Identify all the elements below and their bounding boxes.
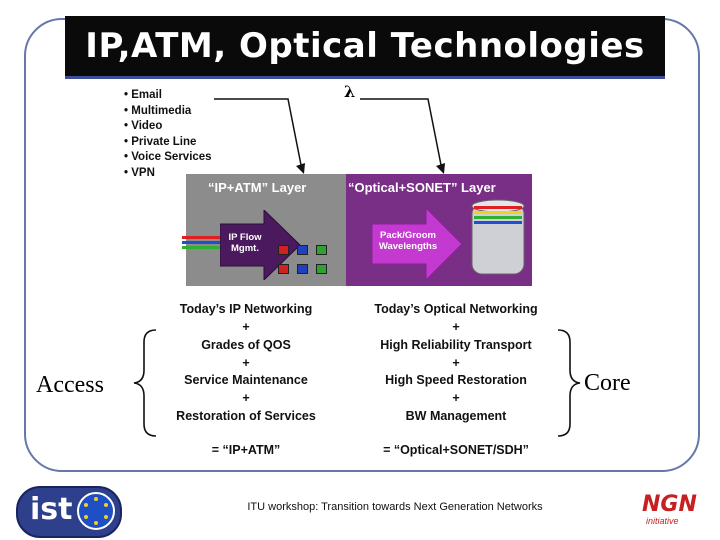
service-item: Multimedia bbox=[124, 104, 212, 120]
right-column-item: + bbox=[452, 355, 460, 370]
right-column-item: + bbox=[452, 320, 460, 334]
eu-globe-icon bbox=[77, 492, 115, 530]
ip-atm-layer: “IP+ATM” Layer IP Flow Mgmt. bbox=[182, 174, 346, 286]
ip-flow-label: IP Flow Mgmt. bbox=[228, 232, 262, 254]
service-item: Email bbox=[124, 88, 212, 104]
services-list: Email Multimedia Video Private Line Voic… bbox=[124, 88, 212, 182]
left-column-item: + bbox=[242, 320, 250, 334]
pack-groom-arrow-icon bbox=[372, 208, 462, 280]
core-label: Core bbox=[584, 370, 631, 396]
ip-atm-layer-title: “IP+ATM” Layer bbox=[208, 180, 307, 195]
packet-blocks-icon bbox=[278, 240, 346, 274]
left-column-item: Service Maintenance bbox=[184, 373, 308, 388]
flow-bars-icon bbox=[182, 236, 222, 252]
right-brace-icon bbox=[557, 329, 581, 437]
left-column-item: + bbox=[242, 391, 250, 406]
ist-logo-text: ist bbox=[30, 492, 73, 527]
left-column-list: + Grades of QOS + Service Maintenance + … bbox=[150, 319, 342, 426]
optical-sonet-layer: “Optical+SONET” Layer Pack/Groom Wavelen… bbox=[346, 174, 532, 286]
left-brace-icon bbox=[133, 329, 157, 437]
layer-diagram: “IP+ATM” Layer IP Flow Mgmt. “Optical+SO… bbox=[182, 174, 532, 286]
ngn-logo-text: NGN bbox=[642, 492, 697, 517]
lambda-symbol: λ bbox=[344, 82, 356, 101]
right-column-result: = “Optical+SONET/SDH” bbox=[383, 443, 529, 457]
left-column-item: Grades of QOS bbox=[201, 337, 291, 352]
right-column-item: BW Management bbox=[405, 408, 507, 423]
service-item: VPN bbox=[124, 166, 212, 182]
service-item: Private Line bbox=[124, 135, 212, 151]
service-item: Video bbox=[124, 119, 212, 135]
footer-text: ITU workshop: Transition towards Next Ge… bbox=[247, 501, 543, 513]
left-column-item: + bbox=[242, 355, 250, 370]
slide-title: IP,ATM, Optical Technologies bbox=[65, 16, 665, 76]
access-label: Access bbox=[36, 372, 104, 398]
right-column-item: High Reliability Transport bbox=[380, 337, 532, 352]
right-column-list: + High Reliability Transport + High Spee… bbox=[356, 319, 556, 426]
optical-sonet-layer-title: “Optical+SONET” Layer bbox=[348, 180, 496, 195]
left-column-heading: Today’s IP Networking bbox=[179, 302, 313, 316]
right-column-item: High Speed Restoration bbox=[385, 373, 527, 388]
service-item: Voice Services bbox=[124, 150, 211, 166]
right-column-item: + bbox=[452, 391, 460, 406]
ip-flow-arrow-icon bbox=[220, 210, 300, 280]
left-column-result: = “IP+ATM” bbox=[211, 443, 281, 457]
ngn-logo-subtext: initiative bbox=[646, 516, 679, 526]
title-underline bbox=[65, 76, 665, 79]
left-column-item: Restoration of Services bbox=[176, 408, 316, 423]
fiber-cylinder-icon bbox=[471, 199, 525, 275]
ngn-logo: NGN initiative bbox=[634, 492, 706, 534]
pack-groom-label: Pack/Groom Wavelengths bbox=[378, 230, 438, 252]
ist-logo: ist bbox=[16, 486, 122, 538]
right-column-heading: Today’s Optical Networking bbox=[374, 302, 538, 316]
